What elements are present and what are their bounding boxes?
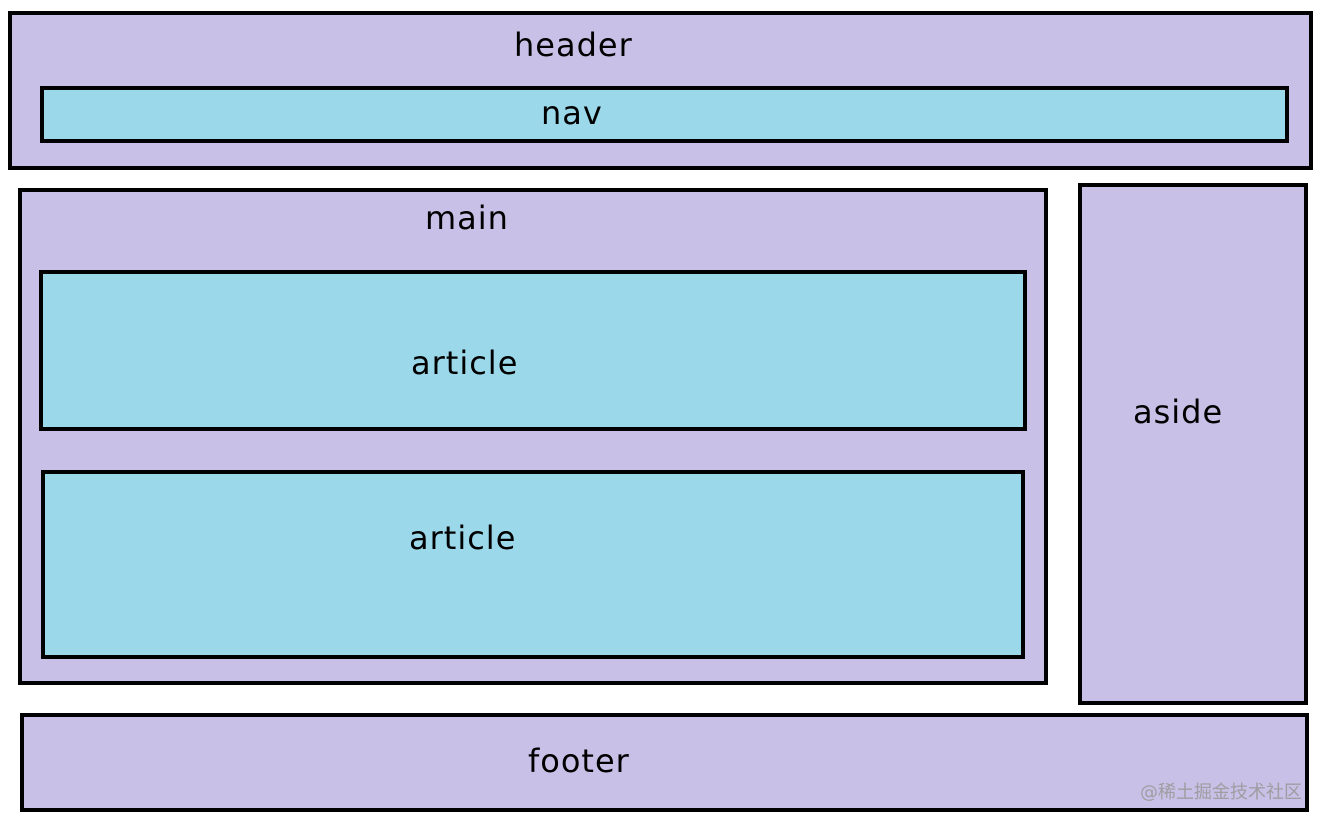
footer-region bbox=[20, 713, 1309, 812]
article-label-1: article bbox=[411, 344, 519, 382]
article-region-2 bbox=[41, 470, 1025, 659]
aside-region bbox=[1078, 183, 1308, 705]
header-label: header bbox=[514, 26, 633, 64]
footer-label: footer bbox=[528, 742, 630, 780]
article-region-1 bbox=[39, 270, 1027, 431]
nav-region bbox=[40, 86, 1289, 143]
nav-label: nav bbox=[541, 94, 603, 132]
main-label: main bbox=[425, 199, 509, 237]
article-label-2: article bbox=[409, 519, 517, 557]
watermark-text: @稀土掘金技术社区 bbox=[1140, 782, 1302, 803]
aside-label: aside bbox=[1133, 393, 1224, 431]
